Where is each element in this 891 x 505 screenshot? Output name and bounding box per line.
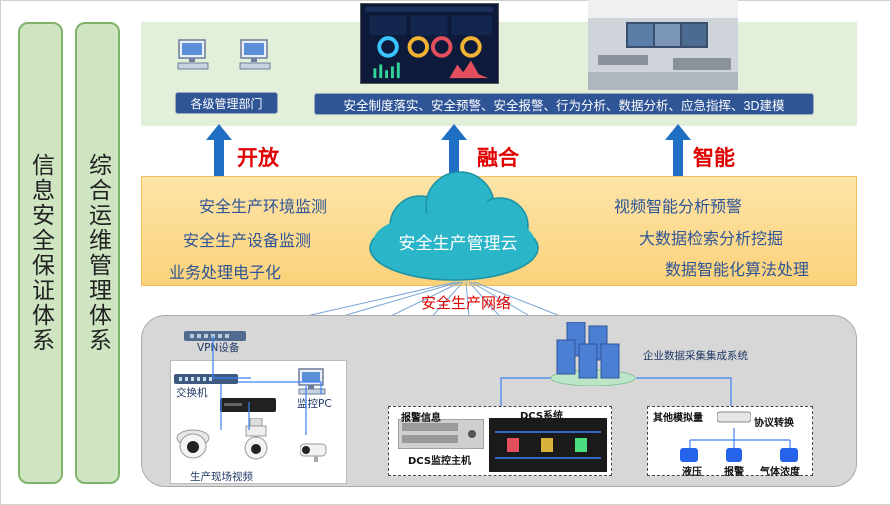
computer-icon	[177, 39, 209, 70]
monitor-pc-icon	[298, 368, 326, 395]
control-room-photo	[588, 0, 738, 90]
info-security-system-column: 信息安全保证体系	[18, 22, 63, 484]
up-arrow-icon	[441, 124, 467, 176]
vpn-label: VPN设备	[197, 342, 240, 354]
video-analysis-text: 视频智能分析预警	[614, 197, 743, 216]
management-departments-label: 各级管理部门	[175, 92, 278, 114]
up-arrow-icon	[206, 124, 232, 176]
nvr-icon	[220, 398, 276, 412]
up-arrow-icon	[665, 124, 691, 176]
fusion-label: 融合	[477, 146, 519, 170]
security-cloud-label: 安全生产管理云	[398, 234, 518, 254]
switch-icon	[174, 374, 238, 384]
analog-wiring	[680, 428, 798, 462]
liquid-pressure-label: 液压	[682, 467, 702, 478]
security-network-label: 安全生产网络	[421, 294, 512, 312]
ptz-camera-icon	[244, 418, 268, 460]
bullet-camera-icon	[300, 443, 327, 462]
alarm-label: 报警	[724, 467, 744, 478]
algorithm-processing-text: 数据智能化算法处理	[665, 260, 810, 279]
ops-management-system-column: 综合运维管理体系	[75, 22, 120, 484]
dcs-system-label: DCS系统	[520, 411, 564, 422]
business-electronic-text: 业务处理电子化	[169, 263, 282, 282]
dashboard-screenshot	[360, 3, 499, 84]
cloud-icon	[369, 171, 539, 281]
equipment-monitoring-text: 安全生产设备监测	[183, 231, 312, 250]
connector-lines	[212, 336, 732, 435]
protocol-convert-label: 协议转换	[754, 418, 794, 429]
data-collection-system-label: 企业数据采集集成系统	[643, 350, 748, 362]
dcs-host-label: DCS监控主机	[408, 456, 472, 467]
environment-monitoring-text: 安全生产环境监测	[199, 197, 328, 216]
alarm-info-label: 报警信息	[401, 413, 441, 424]
site-video-label: 生产现场视频	[190, 471, 253, 483]
gas-concentration-label: 气体浓度	[760, 467, 800, 478]
switch-label: 交换机	[176, 387, 208, 399]
open-label: 开放	[237, 146, 279, 170]
other-analog-label: 其他模拟量	[653, 413, 703, 424]
big-data-text: 大数据检索分析挖掘	[639, 229, 784, 248]
functions-label: 安全制度落实、安全预警、安全报警、行为分析、数据分析、应急指挥、3D建模	[314, 93, 814, 115]
computer-icon	[239, 39, 271, 70]
intelligent-label: 智能	[693, 146, 735, 170]
server-cluster-icon	[550, 322, 636, 386]
dome-camera-icon	[176, 429, 210, 459]
ops-management-system-label: 综合运维管理体系	[84, 153, 111, 353]
dcs-screen-icon	[489, 418, 607, 472]
info-security-system-label: 信息安全保证体系	[27, 153, 54, 353]
protocol-converter-icon	[717, 411, 751, 423]
dcs-host-icon	[398, 419, 484, 449]
